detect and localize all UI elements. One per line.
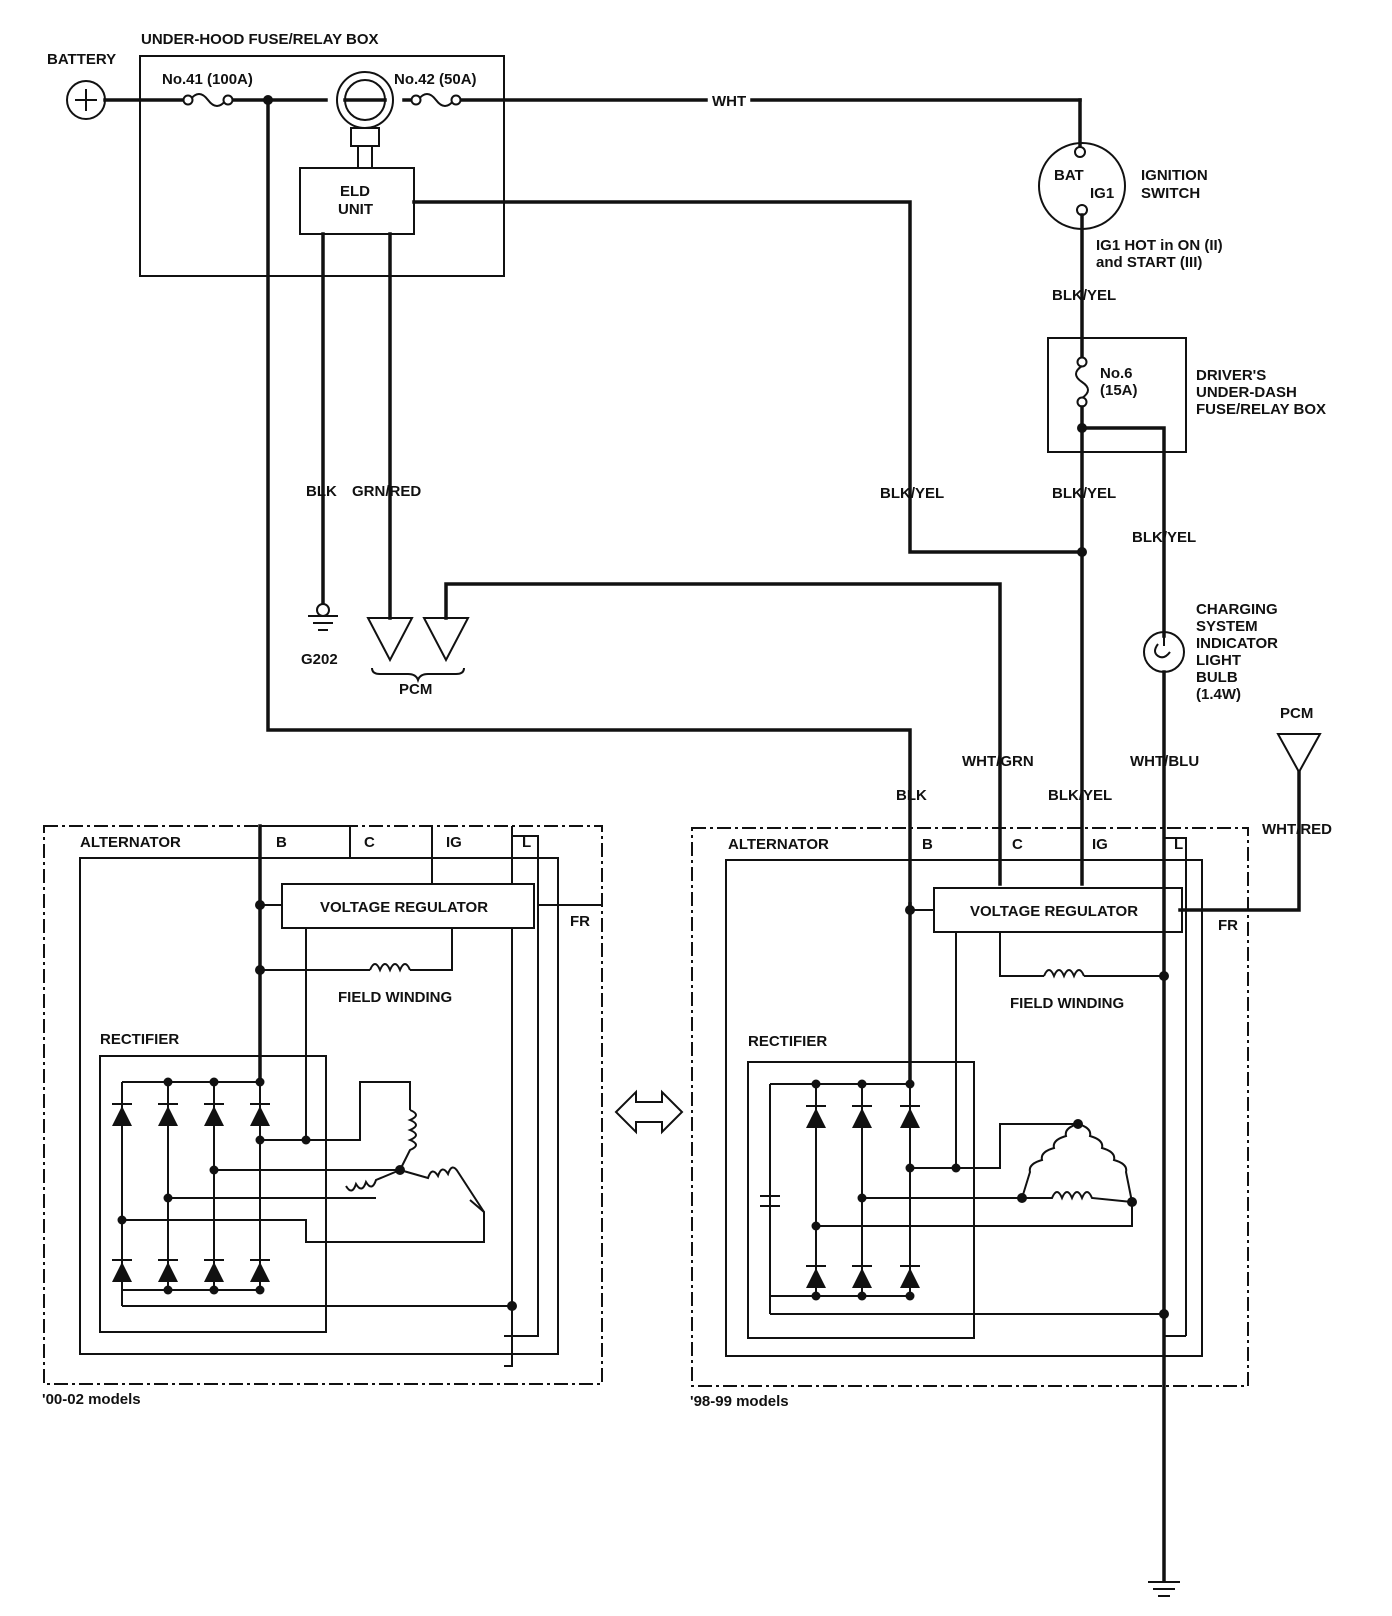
fuse6-label-2: (15A) (1100, 382, 1138, 399)
fuse42-symbol (410, 93, 462, 107)
g202-label: G202 (301, 651, 338, 668)
bat-terminal-label: BAT (1054, 167, 1084, 184)
rectifier-left: RECTIFIER (100, 1031, 179, 1048)
fuse6-symbol (1075, 356, 1089, 408)
fr-left: FR (570, 913, 590, 930)
fuse42-label: No.42 (50A) (394, 71, 477, 88)
wht-blu-wire-label: WHT/BLU (1130, 753, 1199, 770)
term-l-right: L (1174, 836, 1183, 853)
vreg-right: VOLTAGE REGULATOR (970, 903, 1138, 920)
pcm-label-1: PCM (399, 681, 432, 698)
ig1-hot-label-2: and START (III) (1096, 254, 1202, 271)
fuse6-label-1: No.6 (1100, 365, 1133, 382)
term-b-right: B (922, 836, 933, 853)
alternator-00-02: ALTERNATOR B C IG L FR VOLTAGE REGULATOR… (42, 824, 603, 1408)
drivers-box-label-2: UNDER-DASH (1196, 384, 1297, 401)
fr-right: FR (1218, 917, 1238, 934)
term-b-left: B (276, 834, 287, 851)
pcm-label-2: PCM (1280, 705, 1313, 722)
blk-yel-fuse-out-label: BLK/YEL (1052, 485, 1116, 502)
ignition-label-2: SWITCH (1141, 185, 1200, 202)
charging-label-3: INDICATOR (1196, 635, 1278, 652)
field-winding-right: FIELD WINDING (1010, 995, 1124, 1012)
blk-b-wire-label: BLK (896, 787, 927, 804)
models-98-99-label: '98-99 models (690, 1393, 789, 1410)
ig1-hot-label-1: IG1 HOT in ON (II) (1096, 237, 1223, 254)
alternator-98-99: ALTERNATOR B C IG L FR VOLTAGE REGULATOR… (690, 827, 1249, 1410)
drivers-fuse-box (1047, 337, 1187, 453)
wht-grn-wire-label: WHT/GRN (962, 753, 1034, 770)
battery-symbol (66, 80, 106, 120)
term-c-left: C (364, 834, 375, 851)
term-c-right: C (1012, 836, 1023, 853)
charging-indicator-bulb-icon (1143, 631, 1185, 673)
rectifier-right: RECTIFIER (748, 1033, 827, 1050)
charging-label-5: BULB (1196, 669, 1238, 686)
wht-wire-label: WHT (712, 93, 746, 110)
alternator-label-1: ALTERNATOR (80, 834, 181, 851)
eld-current-sensor (336, 71, 394, 168)
pcm-connector-right (1276, 733, 1322, 775)
pcm-connectors-top (366, 617, 470, 684)
blk-wire-label: BLK (306, 483, 337, 500)
blk-yel-bulb-label: BLK/YEL (1132, 529, 1196, 546)
battery-main-wire (103, 98, 1082, 147)
fuse41-label: No.41 (100A) (162, 71, 253, 88)
blk-yel-eld-label: BLK/YEL (880, 485, 944, 502)
ig1-terminal-label: IG1 (1090, 185, 1114, 202)
term-l-left: L (522, 834, 531, 851)
term-ig-left: IG (446, 834, 462, 851)
charging-label-1: CHARGING (1196, 601, 1278, 618)
charging-label-6: (1.4W) (1196, 686, 1241, 703)
ignition-label-1: IGNITION (1141, 167, 1208, 184)
charging-label-4: LIGHT (1196, 652, 1241, 669)
eld-unit-label-1: ELD (340, 183, 370, 200)
g202-ground-icon (308, 603, 338, 631)
wht-red-wire-label: WHT/RED (1262, 821, 1332, 838)
chassis-ground-icon (1148, 1581, 1180, 1597)
field-winding-left: FIELD WINDING (338, 989, 452, 1006)
underhood-box-label: UNDER-HOOD FUSE/RELAY BOX (141, 31, 379, 48)
alternator-label-2: ALTERNATOR (728, 836, 829, 853)
blk-yel-ig-label: BLK/YEL (1048, 787, 1112, 804)
double-arrow-icon (614, 1089, 684, 1135)
grn-red-wire-label: GRN/RED (352, 483, 421, 500)
models-00-02-label: '00-02 models (42, 1391, 141, 1408)
charging-label-2: SYSTEM (1196, 618, 1258, 635)
blk-yel-ig1-label: BLK/YEL (1052, 287, 1116, 304)
drivers-box-label-1: DRIVER'S (1196, 367, 1266, 384)
vreg-left: VOLTAGE REGULATOR (320, 899, 488, 916)
battery-label: BATTERY (47, 51, 116, 68)
fuse41-symbol (182, 93, 234, 107)
term-ig-right: IG (1092, 836, 1108, 853)
eld-unit-label-2: UNIT (338, 201, 373, 218)
drivers-box-label-3: FUSE/RELAY BOX (1196, 401, 1326, 418)
